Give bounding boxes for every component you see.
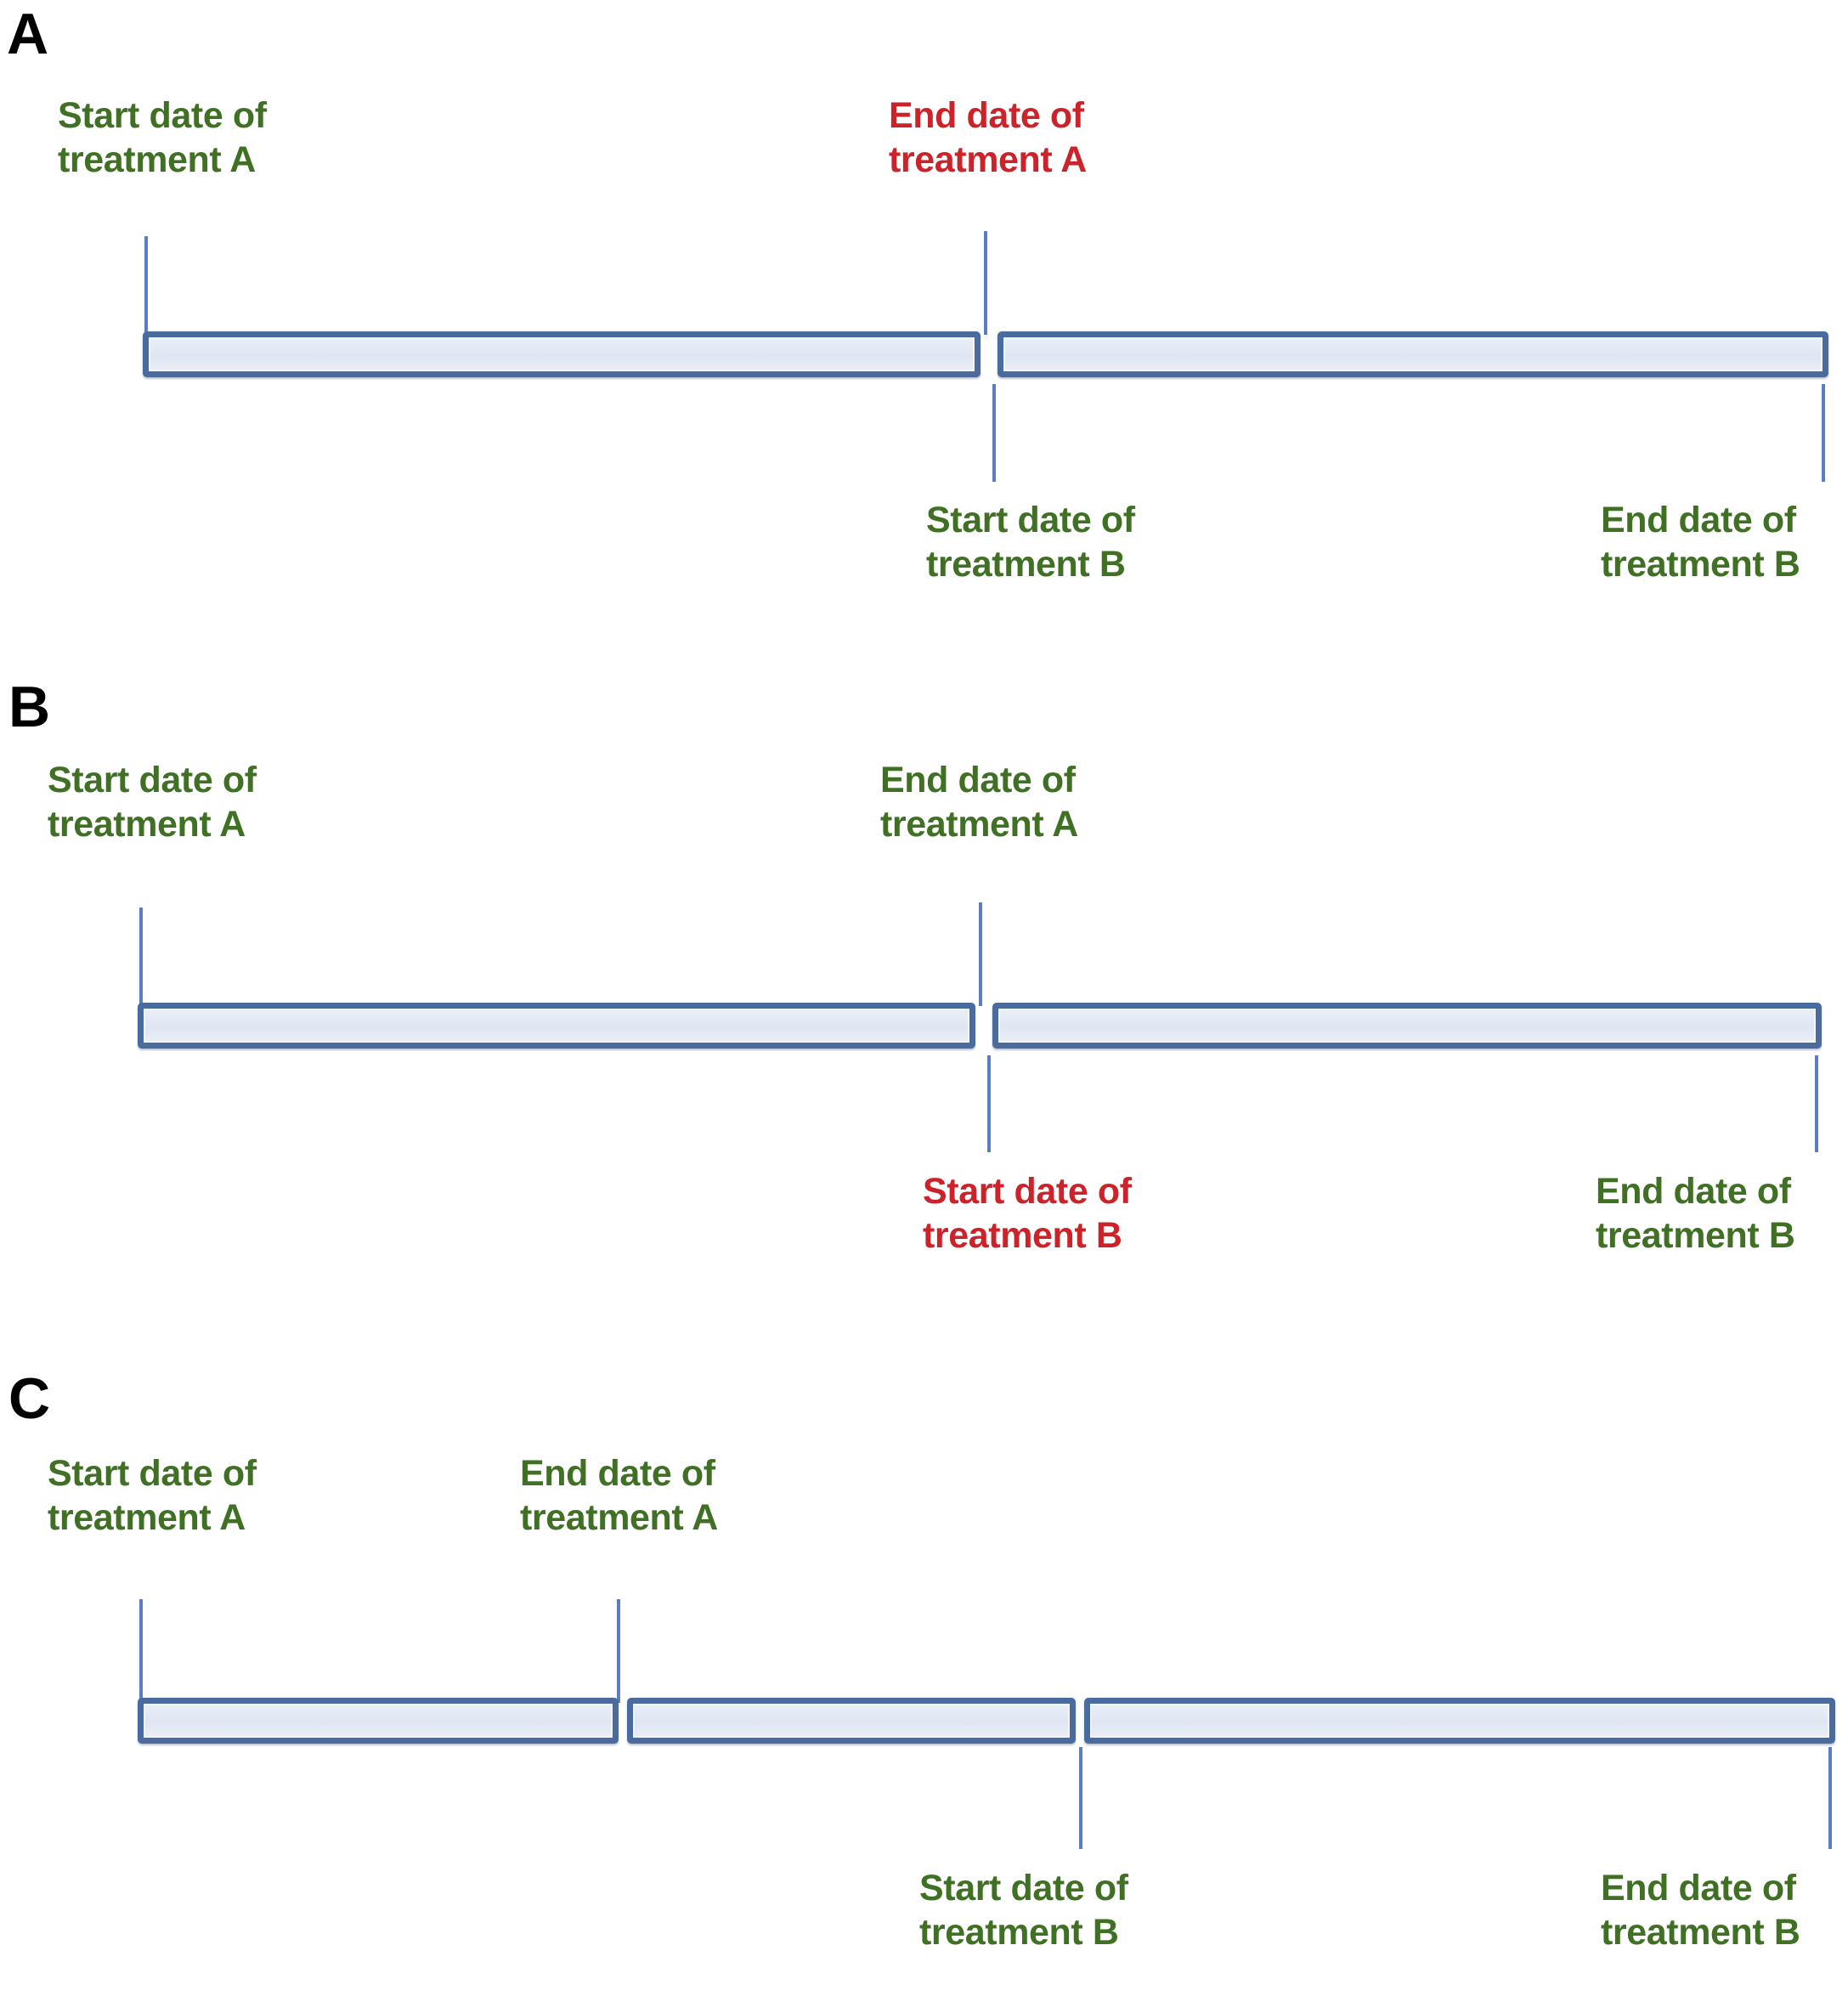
- panel-a-leader-start-treatment-b: [992, 384, 996, 482]
- panel-a-label-end-treatment-a: End date of treatment A: [889, 95, 1087, 180]
- panel-b-leader-start-treatment-b: [987, 1055, 991, 1152]
- panel-b-leader-end-treatment-b: [1815, 1055, 1818, 1152]
- panel-c-label-end-treatment-a: End date of treatment A: [520, 1453, 718, 1538]
- panel-c-label-start-treatment-b: Start date of treatment B: [919, 1868, 1128, 1953]
- panel-c-bar-segment-3: [1084, 1698, 1835, 1744]
- panel-a-bar-segment-treatment-a: [143, 331, 981, 377]
- panel-a-letter: A: [7, 2, 48, 66]
- panel-c-label-start-treatment-a: Start date of treatment A: [48, 1453, 257, 1538]
- panel-a-bar-segment-treatment-b: [997, 331, 1828, 377]
- panel-b-label-start-treatment-b: Start date of treatment B: [923, 1171, 1132, 1256]
- bar-inner-highlight: [1003, 337, 1823, 371]
- panel-c: C Start date of treatment A End date of …: [0, 1343, 1848, 1996]
- bar-inner-highlight: [144, 1704, 613, 1738]
- panel-b-label-end-treatment-b: End date of treatment B: [1596, 1171, 1795, 1256]
- panel-b-leader-end-treatment-a: [979, 902, 982, 1006]
- panel-b-leader-start-treatment-a: [139, 908, 143, 1004]
- panel-c-leader-start-treatment-a: [139, 1599, 143, 1703]
- panel-c-letter: C: [8, 1366, 50, 1431]
- bar-inner-highlight: [998, 1009, 1816, 1043]
- panel-a-leader-end-treatment-b: [1822, 384, 1825, 482]
- panel-a-leader-end-treatment-a: [984, 231, 987, 335]
- panel-c-label-end-treatment-b: End date of treatment B: [1601, 1868, 1800, 1953]
- panel-a-label-start-treatment-a: Start date of treatment A: [58, 95, 267, 180]
- panel-c-leader-end-treatment-b: [1828, 1747, 1832, 1849]
- panel-b-letter: B: [8, 675, 50, 739]
- bar-inner-highlight: [149, 337, 975, 371]
- bar-inner-highlight: [1090, 1704, 1829, 1738]
- panel-b-label-end-treatment-a: End date of treatment A: [880, 760, 1078, 845]
- panel-b-label-start-treatment-a: Start date of treatment A: [48, 760, 257, 845]
- panel-b: B Start date of treatment A End date of …: [0, 663, 1848, 1343]
- panel-a-leader-start-treatment-a: [144, 236, 148, 334]
- bar-inner-highlight: [633, 1704, 1070, 1738]
- panel-a: A Start date of treatment A End date of …: [0, 0, 1848, 663]
- panel-c-leader-end-treatment-a: [617, 1599, 620, 1703]
- panel-c-bar-segment-2: [627, 1698, 1076, 1744]
- bar-inner-highlight: [144, 1009, 969, 1043]
- panel-c-bar-segment-1: [138, 1698, 619, 1744]
- panel-b-bar-segment-treatment-a: [138, 1003, 975, 1049]
- panel-b-bar-segment-treatment-b: [992, 1003, 1822, 1049]
- panel-a-label-start-treatment-b: Start date of treatment B: [926, 500, 1135, 585]
- panel-c-leader-start-treatment-b: [1079, 1747, 1082, 1849]
- panel-a-label-end-treatment-b: End date of treatment B: [1601, 500, 1800, 585]
